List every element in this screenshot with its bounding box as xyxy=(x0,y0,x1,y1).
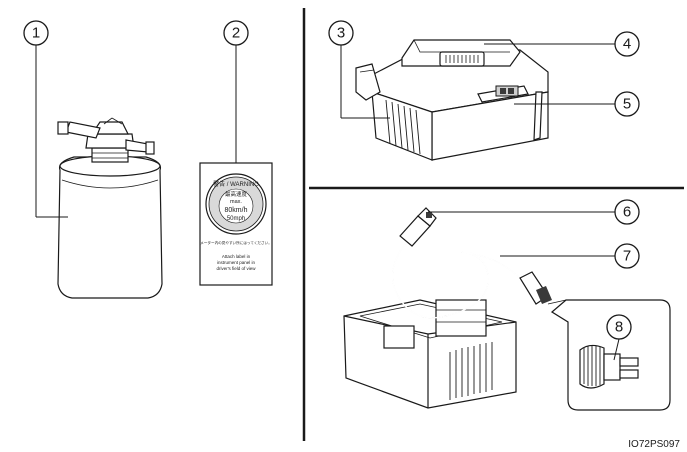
svg-text:8: 8 xyxy=(615,319,623,336)
pressure-gauge-scale xyxy=(445,55,479,63)
svg-text:2: 2 xyxy=(232,25,240,42)
svg-text:1: 1 xyxy=(32,25,40,42)
callout-3: 3 xyxy=(328,20,354,46)
sticker-footer-en2: instrument panel in xyxy=(217,260,256,265)
sealant-bottle xyxy=(57,117,163,299)
leader-8 xyxy=(613,338,620,361)
compressor-with-cable xyxy=(343,207,552,409)
sticker-header: 警告 / WARNING xyxy=(213,180,259,188)
lower-grille xyxy=(449,342,493,400)
sticker-footer-jp: メーター内の見やすい所にはってください。 xyxy=(200,240,272,245)
sticker-speed: 80km/h xyxy=(225,207,248,214)
callout-8: 8 xyxy=(606,314,632,340)
callout-4: 4 xyxy=(614,31,640,57)
compressor-top xyxy=(355,39,549,161)
svg-text:7: 7 xyxy=(623,248,631,265)
sticker-speed-mph: 50mph xyxy=(227,216,245,222)
svg-text:3: 3 xyxy=(337,25,345,42)
speed-sticker: 警告 / WARNING 最高速度 max. 80km/h 50mph メーター… xyxy=(199,162,273,286)
svg-text:4: 4 xyxy=(623,36,631,53)
figure-code: IO72PS097 xyxy=(628,439,680,450)
svg-text:5: 5 xyxy=(623,96,631,113)
callout-5: 5 xyxy=(614,91,640,117)
svg-text:6: 6 xyxy=(623,204,631,221)
callout-7: 7 xyxy=(614,243,640,269)
callout-1: 1 xyxy=(23,20,49,46)
sticker-footer-en3: driver's field of view xyxy=(216,266,256,271)
valve-adapter-inset xyxy=(547,299,671,411)
sticker-line1: 最高速度 xyxy=(225,190,248,198)
compressor-grille xyxy=(385,99,421,155)
sticker-footer-en1: Attach label in xyxy=(222,254,251,259)
callout-6: 6 xyxy=(614,199,640,225)
sticker-line2: max. xyxy=(230,199,242,205)
callout-2: 2 xyxy=(223,20,249,46)
